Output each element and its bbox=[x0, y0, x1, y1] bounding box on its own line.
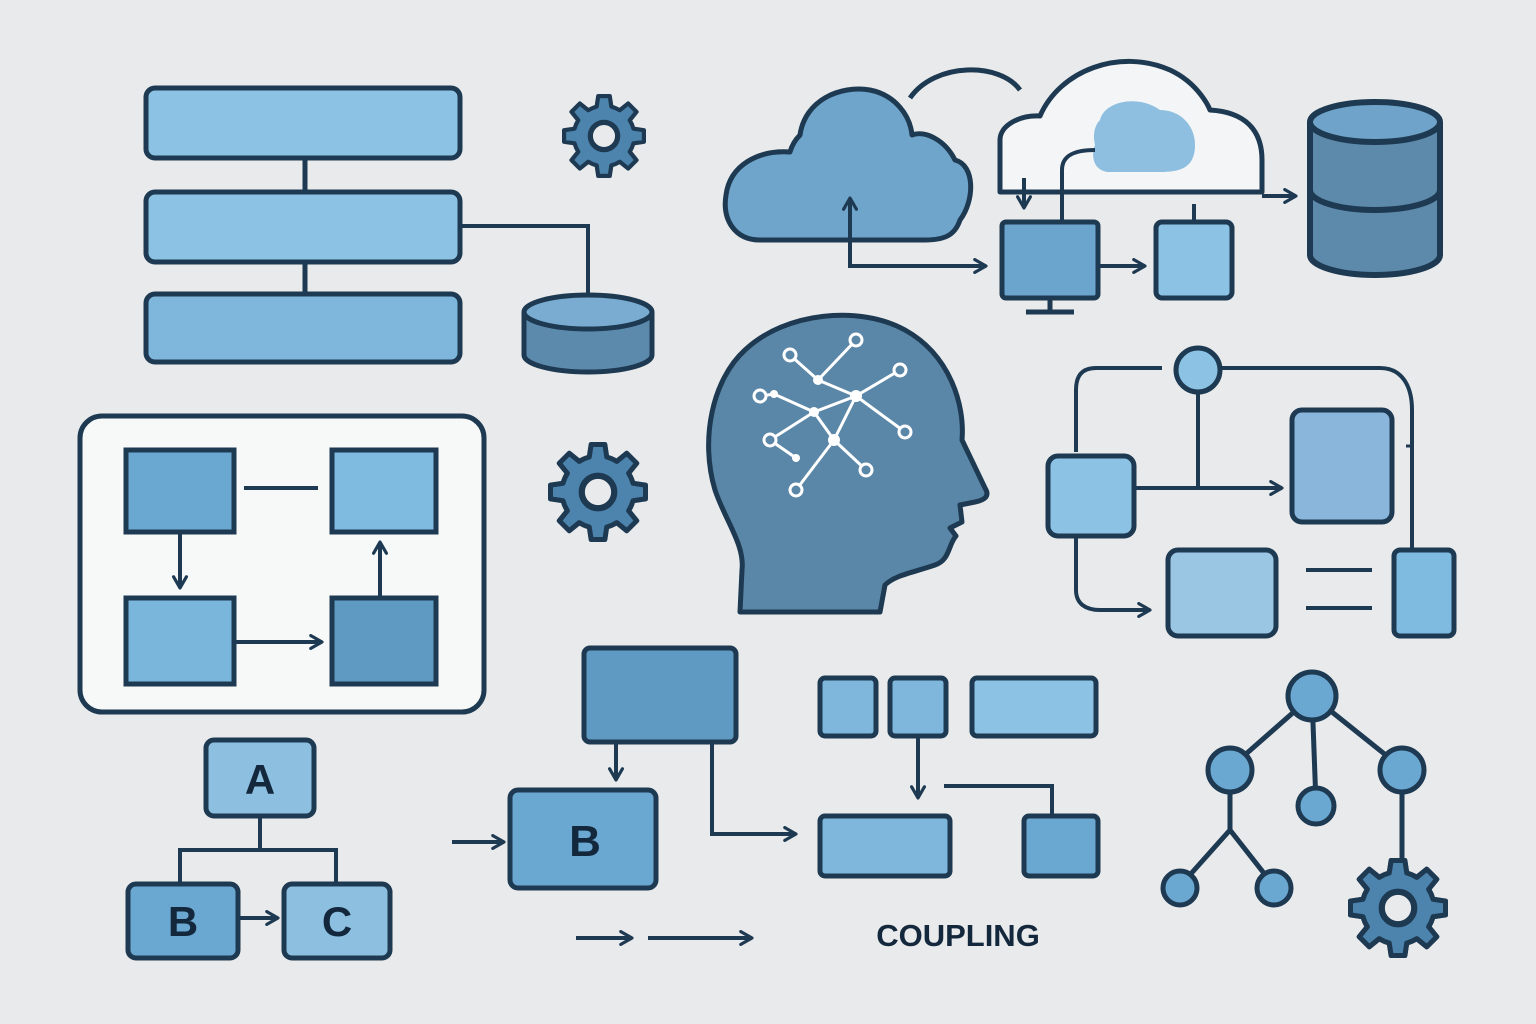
node-b-center-box bbox=[507, 787, 659, 891]
node-a-label: A bbox=[245, 756, 275, 803]
coupling-box bbox=[817, 675, 879, 739]
node-c-box bbox=[281, 881, 393, 961]
panel-box bbox=[329, 595, 439, 687]
gear-icon bbox=[551, 445, 646, 540]
layer-stack bbox=[143, 85, 590, 365]
node-a-box bbox=[203, 737, 317, 819]
neural-network-icon bbox=[752, 332, 913, 498]
tree-nodes bbox=[1160, 669, 1427, 908]
coupling-boxes bbox=[910, 736, 1054, 816]
gear-icon bbox=[1351, 861, 1446, 956]
node-b-box bbox=[125, 881, 241, 961]
cloud-icon bbox=[722, 59, 1265, 243]
module-panel bbox=[77, 413, 487, 715]
small-node-box bbox=[1153, 219, 1235, 301]
panel-box bbox=[123, 447, 237, 535]
coupling-box bbox=[817, 813, 953, 879]
node-b-center-label: B bbox=[569, 817, 601, 866]
database-icon bbox=[1307, 99, 1443, 278]
layer-box-bottom bbox=[143, 291, 463, 365]
hub-node bbox=[1173, 345, 1223, 395]
network-box bbox=[1289, 407, 1395, 525]
coupling-box bbox=[969, 675, 1099, 739]
database-icon bbox=[521, 292, 655, 375]
caption-coupling: COUPLING bbox=[876, 918, 1040, 953]
abc-hierarchy bbox=[178, 816, 338, 926]
node-c-label: C bbox=[322, 898, 352, 945]
gear-icon bbox=[564, 96, 644, 176]
right-network bbox=[1074, 366, 1414, 618]
layer-box-top bbox=[143, 85, 463, 161]
tree-icon bbox=[1178, 694, 1405, 888]
network-box bbox=[1165, 547, 1279, 639]
panel-box bbox=[329, 447, 439, 535]
monitor-icon bbox=[999, 219, 1101, 315]
network-box bbox=[1045, 453, 1137, 539]
cloud-arrows bbox=[842, 148, 1298, 274]
network-box bbox=[1391, 547, 1457, 639]
head-icon bbox=[706, 312, 990, 615]
coupling-box bbox=[1021, 813, 1101, 879]
node-b-label: B bbox=[168, 898, 198, 945]
layer-box-middle bbox=[143, 189, 463, 265]
source-box bbox=[581, 645, 739, 745]
panel-box bbox=[123, 595, 237, 687]
coupling-box bbox=[887, 675, 949, 739]
